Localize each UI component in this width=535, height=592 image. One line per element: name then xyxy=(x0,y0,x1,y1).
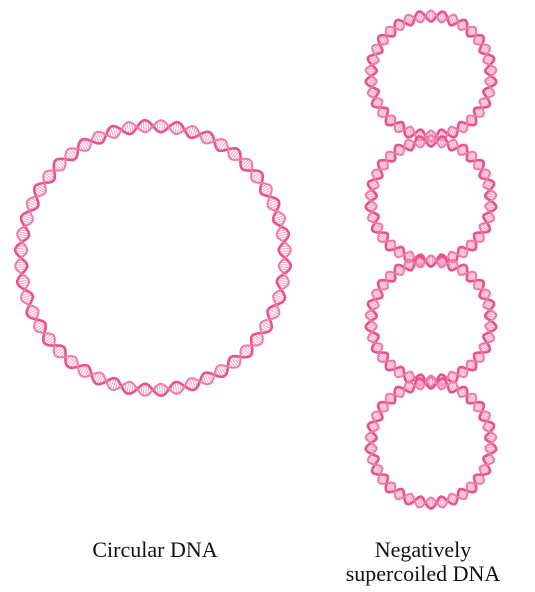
supercoil-loop-4 xyxy=(366,378,496,509)
supercoiled-dna-caption: Negatively supercoiled DNA xyxy=(318,538,528,586)
circular-dna-ring xyxy=(15,120,290,395)
base-pair-rungs-circular xyxy=(15,120,290,395)
circular-dna-label: Circular DNA xyxy=(40,538,270,562)
supercoil-loop-3 xyxy=(366,256,496,387)
supercoil-loop-1 xyxy=(366,11,496,142)
circular-dna-caption: Circular DNA xyxy=(40,538,270,562)
supercoil-loop-2 xyxy=(366,136,496,267)
supercoiled-dna xyxy=(366,11,496,509)
supercoiled-dna-label-line2: supercoiled DNA xyxy=(318,562,528,586)
supercoiled-dna-label-line1: Negatively xyxy=(318,538,528,562)
